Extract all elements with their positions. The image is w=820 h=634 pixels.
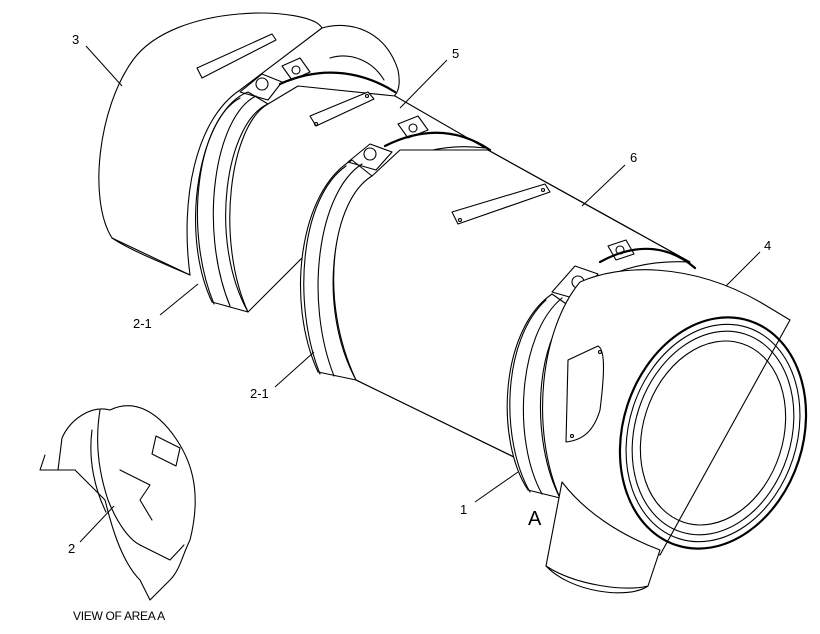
view-caption: VIEW OF AREA A [73, 609, 165, 623]
callout-6: 6 [630, 150, 637, 165]
main-canister-part-6 [333, 149, 691, 461]
band-clamp-1 [195, 57, 397, 313]
front-outlet-part-4 [542, 269, 808, 594]
callout-2: 2 [68, 541, 75, 556]
callout-5: 5 [452, 46, 459, 61]
center-ring-part-5 [229, 85, 486, 313]
callout-1: 1 [460, 502, 467, 517]
end-cap-part-3 [98, 12, 400, 276]
callout-3: 3 [72, 32, 79, 47]
area-a-detail-view [39, 405, 196, 601]
callout-2-1-lower: 2-1 [250, 386, 269, 401]
callout-4: 4 [764, 238, 771, 253]
callout-2-1-upper: 2-1 [133, 316, 152, 331]
callout-area-a: A [528, 508, 542, 530]
leader-lines [79, 45, 761, 543]
